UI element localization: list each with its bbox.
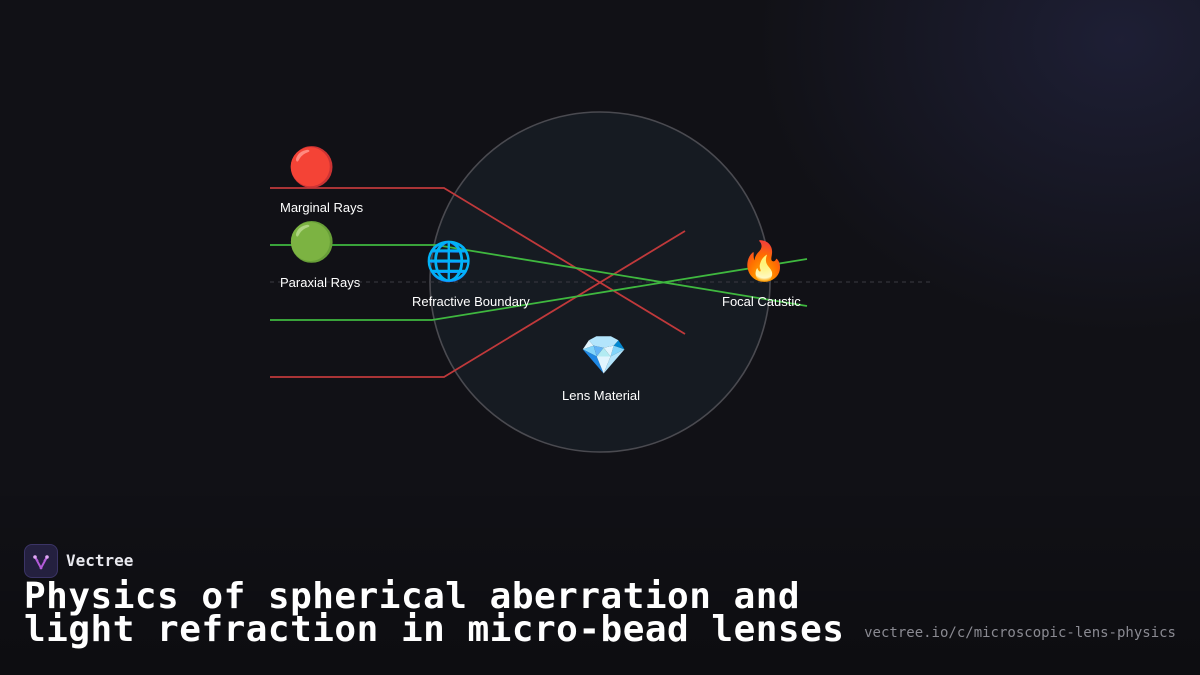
marginal-ray-top — [270, 187, 686, 335]
red-circle-icon: 🔴 — [288, 145, 336, 189]
marginal-ray-bottom — [270, 230, 686, 378]
vectree-logo-icon — [24, 544, 58, 578]
gem-icon: 💎 — [580, 333, 628, 377]
green-circle-icon: 🟢 — [288, 220, 336, 264]
focal-caustic-label: Focal Caustic — [722, 294, 801, 309]
lens-material-label: Lens Material — [562, 388, 641, 403]
source-url[interactable]: vectree.io/c/microscopic-lens-physics — [864, 625, 1176, 641]
refractive-boundary-label: Refractive Boundary — [412, 294, 530, 309]
fire-icon: 🔥 — [740, 239, 788, 283]
page-title: Physics of spherical aberration and ligh… — [24, 576, 845, 650]
paraxial-ray-top — [270, 244, 808, 307]
globe-icon: 🌐 — [425, 239, 473, 283]
vectree-logo-mark — [33, 555, 49, 570]
paraxial-rays-label: Paraxial Rays — [280, 275, 361, 290]
brand-name: Vectree — [66, 551, 134, 570]
paraxial-ray-bottom — [270, 258, 808, 321]
marginal-rays-label: Marginal Rays — [280, 200, 364, 215]
